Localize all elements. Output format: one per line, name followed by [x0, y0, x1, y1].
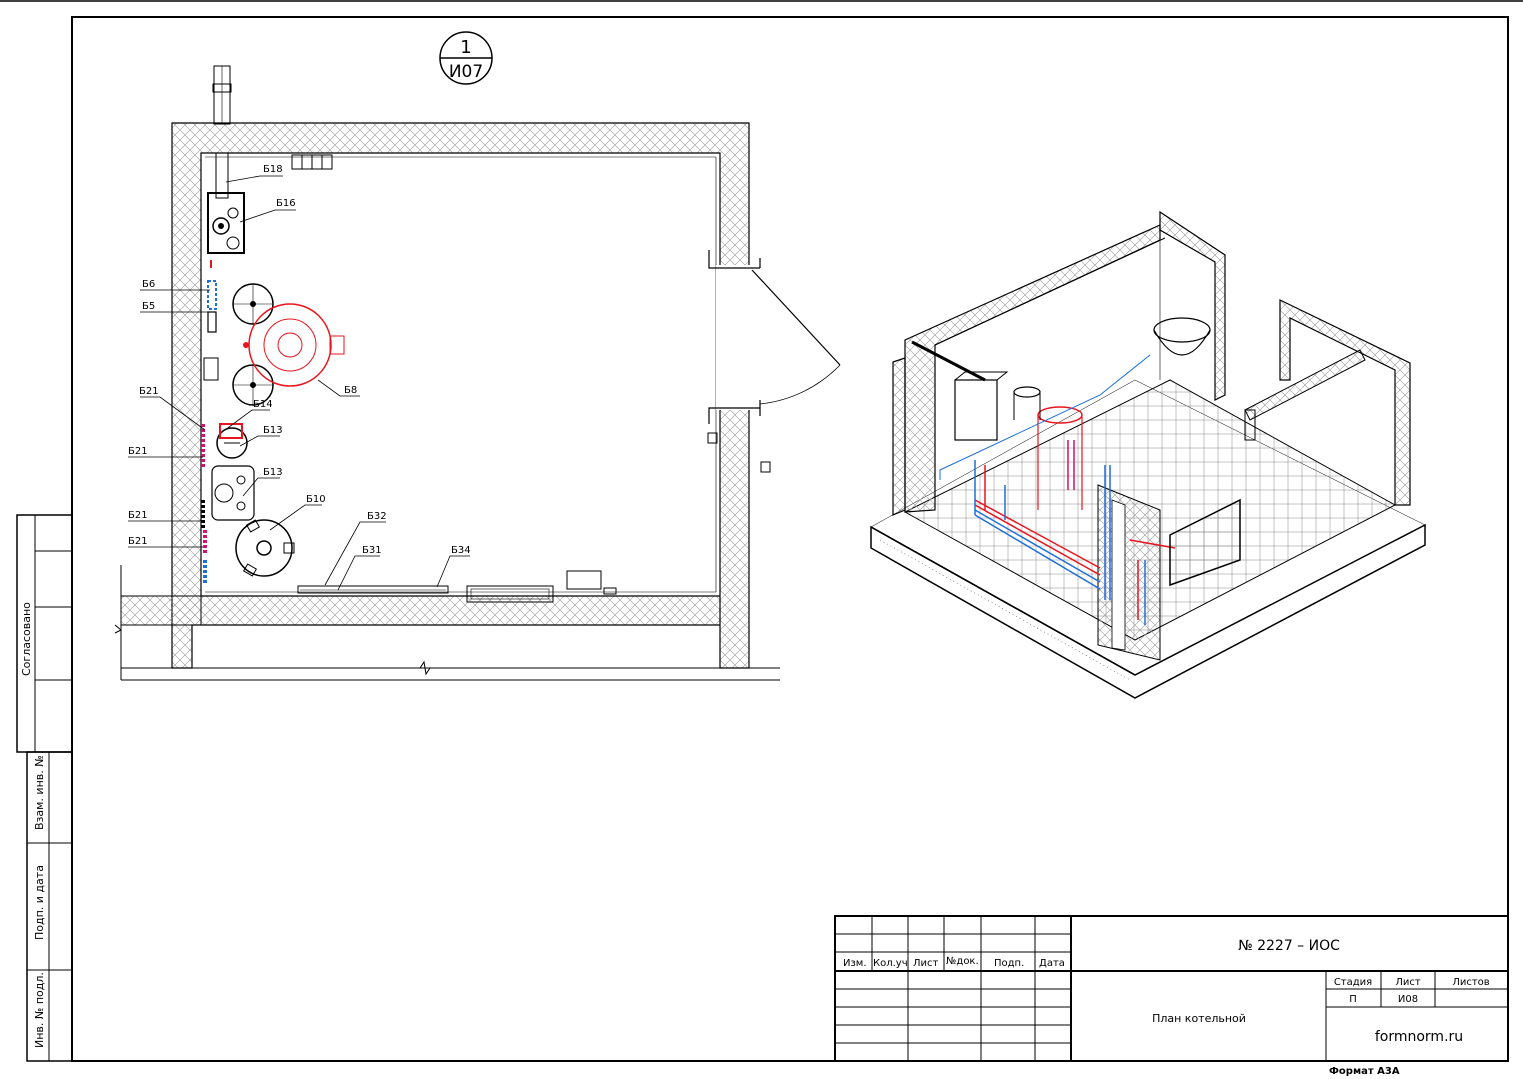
iso-boiler — [954, 379, 998, 441]
label-b13-b: Б13 — [263, 467, 283, 478]
door-jamb-bottom — [708, 400, 761, 424]
header-podp: Подп. — [994, 958, 1024, 969]
header-ndoc: №док. — [946, 956, 979, 967]
floor-plan: Б18 Б16 Б6 Б5 Б8 Б21 Б14 Б13 Б21 Б13 Б10… — [114, 65, 841, 681]
vent-grilles — [291, 154, 333, 170]
header-izm: Изм. — [843, 958, 867, 969]
label-b21-b: Б21 — [128, 446, 148, 457]
stage-header: Стадия — [1334, 977, 1372, 988]
door-swing — [759, 364, 841, 405]
label-b13-a: Б13 — [263, 425, 283, 436]
iso-radiator — [1169, 498, 1241, 587]
list-header: Лист — [1395, 977, 1421, 988]
iso-wall-front — [1097, 484, 1161, 661]
label-b21-d: Б21 — [128, 536, 148, 547]
label-b21-c: Б21 — [128, 510, 148, 521]
label-b8: Б8 — [344, 385, 357, 396]
label-b31: Б31 — [362, 545, 382, 556]
label-b16: Б16 — [276, 198, 296, 209]
iso-wall-right — [1279, 299, 1411, 506]
storage-tank — [235, 519, 295, 577]
org-name: formnorm.ru — [1375, 1029, 1463, 1045]
sheet-title: План котельной — [1152, 1012, 1246, 1025]
label-b18: Б18 — [263, 164, 283, 175]
header-data: Дата — [1039, 958, 1065, 969]
inv-orig-label: Инв. № подл. — [33, 972, 46, 1048]
agreed-label: Согласовано — [20, 602, 33, 676]
stage-value: П — [1349, 994, 1357, 1005]
plan-labels: Б18 Б16 Б6 Б5 Б8 Б21 Б14 Б13 Б21 Б13 Б10… — [128, 164, 471, 556]
header-kolvo: Кол.уч — [873, 958, 908, 969]
view-marker: 1 И07 — [439, 31, 493, 85]
list-value: И08 — [1398, 994, 1418, 1005]
sign-date-label: Подп. и дата — [33, 865, 46, 940]
swap-inv-label: Взам. инв. № — [33, 755, 46, 830]
iso-pipes — [939, 354, 1176, 625]
isometric-view — [870, 210, 1426, 699]
door-leaf — [751, 269, 841, 366]
wall-stub — [120, 595, 202, 626]
label-b6: Б6 — [142, 279, 155, 290]
circulation-pump — [216, 423, 248, 459]
chimney — [212, 65, 232, 199]
leader-lines — [128, 175, 470, 591]
lists-header: Листов — [1452, 977, 1489, 988]
label-b34: Б34 — [451, 545, 471, 556]
expansion-tank — [232, 283, 274, 325]
format-label: Формат А3А — [1329, 1066, 1400, 1077]
label-b21-a: Б21 — [139, 386, 159, 397]
view-sheet: И07 — [449, 62, 483, 82]
wall-boiler — [207, 192, 245, 268]
door-jamb-top — [708, 250, 761, 269]
gas-manifold — [201, 424, 207, 584]
sink — [466, 585, 554, 603]
drain-channel — [297, 585, 449, 594]
side-stamp: Согласовано Взам. инв. № Подп. и дата Ин… — [16, 514, 73, 1062]
wall — [171, 122, 750, 669]
hot-water-tank — [243, 303, 345, 387]
manifold-blue — [203, 280, 219, 381]
control-cabinet — [566, 570, 602, 590]
title-block: Изм. Кол.уч Лист №док. Подп. Дата № 2227… — [834, 915, 1509, 1077]
doc-number: № 2227 – ИОС — [1238, 938, 1340, 954]
header-list: Лист — [913, 958, 939, 969]
label-b14: Б14 — [253, 399, 273, 410]
iso-tank — [1153, 317, 1211, 343]
iso-wall-back-right — [1159, 210, 1226, 401]
expansion-tank-2 — [232, 364, 274, 406]
floor-boiler — [211, 465, 255, 521]
label-b32: Б32 — [367, 511, 387, 522]
label-b5: Б5 — [142, 301, 155, 312]
view-number: 1 — [460, 37, 471, 58]
label-b10: Б10 — [306, 494, 326, 505]
